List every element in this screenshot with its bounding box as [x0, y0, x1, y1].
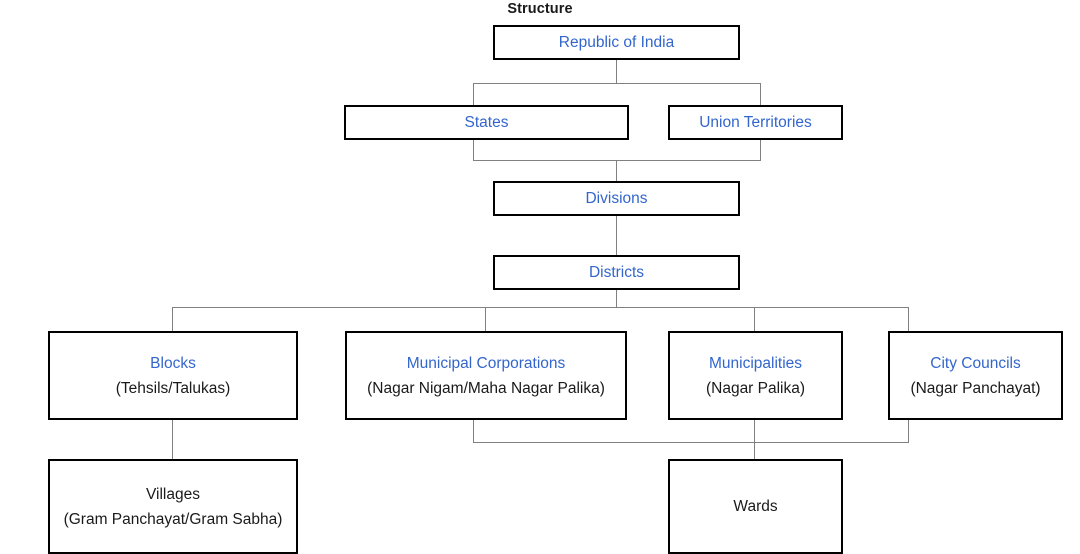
- node-sublabel: (Tehsils/Talukas): [115, 379, 231, 397]
- node-label: Municipal Corporations: [406, 354, 566, 372]
- connector-republic-down: [616, 59, 617, 84]
- node-municipalities[interactable]: Municipalities (Nagar Palika): [668, 331, 843, 420]
- node-sublabel: (Nagar Palika): [705, 379, 806, 397]
- connector-bar-to-divisions: [616, 160, 617, 182]
- connector-states-down: [473, 140, 474, 161]
- connector-union-terr-down: [760, 140, 761, 161]
- connector-wards-bar: [473, 442, 909, 443]
- node-label: Villages: [145, 485, 200, 503]
- node-label: Municipalities: [708, 354, 803, 372]
- connector-divisions-bar: [473, 160, 761, 161]
- node-wards[interactable]: Wards: [668, 459, 843, 554]
- connector-to-union-terr: [760, 83, 761, 106]
- node-divisions[interactable]: Divisions: [493, 181, 740, 216]
- page-title: Structure: [507, 1, 573, 17]
- node-sublabel: (Nagar Nigam/Maha Nagar Palika): [367, 379, 605, 397]
- node-label: City Councils: [930, 354, 1021, 372]
- node-sublabel: (Gram Panchayat/Gram Sabha): [63, 510, 283, 528]
- node-union-territories[interactable]: Union Territories: [668, 105, 843, 140]
- node-label: Republic of India: [558, 34, 675, 51]
- connector-municipalities-down: [754, 420, 755, 443]
- connector-level5-bar: [172, 307, 909, 308]
- connector-to-municipalities: [754, 307, 755, 332]
- node-label: States: [464, 114, 509, 131]
- node-villages[interactable]: Villages (Gram Panchayat/Gram Sabha): [48, 459, 298, 554]
- connector-to-blocks: [172, 307, 173, 332]
- node-label: Divisions: [585, 190, 648, 207]
- connector-bar-to-wards: [754, 442, 755, 460]
- node-municipal-corporations[interactable]: Municipal Corporations (Nagar Nigam/Maha…: [345, 331, 627, 420]
- connector-districts-down: [616, 290, 617, 308]
- node-blocks[interactable]: Blocks (Tehsils/Talukas): [48, 331, 298, 420]
- node-districts[interactable]: Districts: [493, 255, 740, 290]
- connector-level2-bar: [473, 83, 761, 84]
- node-states[interactable]: States: [344, 105, 629, 140]
- node-label: Wards: [733, 498, 778, 515]
- connector-blocks-villages: [172, 420, 173, 459]
- node-label: Union Territories: [699, 114, 812, 131]
- connector-to-states: [473, 83, 474, 106]
- connector-divisions-districts: [616, 216, 617, 255]
- connector-to-municipal-corporations: [485, 307, 486, 332]
- connector-city-councils-down: [908, 420, 909, 443]
- node-sublabel: (Nagar Panchayat): [910, 379, 1041, 397]
- node-city-councils[interactable]: City Councils (Nagar Panchayat): [888, 331, 1063, 420]
- connector-to-city-councils: [908, 307, 909, 332]
- node-label: Districts: [588, 264, 645, 281]
- node-republic-of-india[interactable]: Republic of India: [493, 25, 740, 60]
- node-label: Blocks: [150, 354, 196, 372]
- connector-municipal-corporations-down: [473, 420, 474, 443]
